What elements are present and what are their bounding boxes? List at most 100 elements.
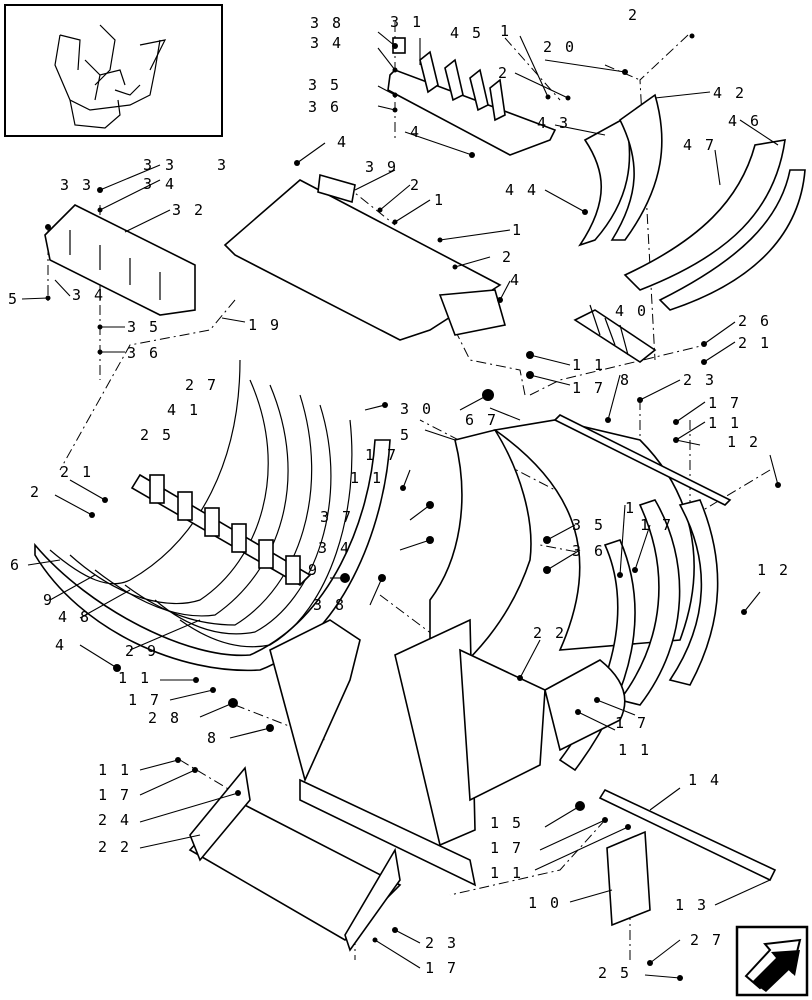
main-frame — [269, 618, 626, 887]
lower-tray-24 — [188, 766, 402, 952]
callout: 3 4 — [310, 34, 343, 52]
callout: 2 2 — [533, 624, 566, 642]
leader-lines — [21, 31, 779, 979]
callout: 2 7 — [690, 931, 723, 949]
callout: 3 4 — [318, 539, 351, 557]
callout: 9 — [308, 561, 319, 579]
callout: 6 — [10, 556, 21, 574]
callout: 2 3 — [683, 371, 716, 389]
callout: 1 7 — [490, 839, 523, 857]
callout: 4 4 — [505, 181, 538, 199]
callout: 4 1 — [167, 401, 200, 419]
callout: 4 — [55, 636, 66, 654]
callout: 1 7 — [572, 379, 605, 397]
callout: 3 8 — [313, 596, 346, 614]
pivot-plate-10 — [606, 830, 651, 927]
callout: 2 9 — [125, 642, 158, 660]
callout: 1 5 — [490, 814, 523, 832]
callout: 4 2 — [713, 84, 746, 102]
callout: 2 5 — [140, 426, 173, 444]
callout: 4 0 — [615, 302, 648, 320]
curved-strips-42-43 — [578, 93, 663, 247]
callout: 1 — [625, 499, 636, 517]
callout: 1 1 — [350, 469, 383, 487]
callout: 2 8 — [148, 709, 181, 727]
callout: 3 — [217, 156, 228, 174]
callout: 1 7 — [425, 959, 458, 977]
callout: 4 — [410, 123, 421, 141]
callout: 4 5 — [450, 24, 483, 42]
callout: 1 1 — [708, 414, 741, 432]
callout: 1 7 — [365, 446, 398, 464]
callout: 3 6 — [308, 98, 341, 116]
callout: 1 — [434, 191, 445, 209]
callout: 3 7 — [320, 508, 353, 526]
callout: 2 7 — [185, 376, 218, 394]
callout: 5 — [8, 290, 19, 308]
next-page-arrow-icon[interactable] — [735, 925, 809, 997]
callout: 6 7 — [465, 411, 498, 429]
callout: 3 3 — [60, 176, 93, 194]
callout: 1 1 — [98, 761, 131, 779]
callout: 2 — [502, 248, 513, 266]
callout: 1 2 — [727, 433, 760, 451]
callout: 1 2 — [757, 561, 790, 579]
callout: 2 2 — [98, 838, 131, 856]
callout: 4 3 — [537, 114, 570, 132]
callout: 3 5 — [572, 516, 605, 534]
callout: 3 1 — [390, 13, 423, 31]
callout-labels: 2 3 8 3 1 4 5 1 2 0 3 4 2 4 2 3 5 3 6 4 … — [8, 6, 790, 982]
callout: 2 0 — [543, 38, 576, 56]
callout: 2 6 — [738, 312, 771, 330]
side-panels-5-67 — [429, 414, 732, 692]
callout: 2 — [410, 176, 421, 194]
callout: 3 8 — [310, 14, 343, 32]
callout: 3 9 — [365, 158, 398, 176]
callout: 1 0 — [528, 894, 561, 912]
callout: 3 0 — [400, 400, 433, 418]
callout: 1 1 — [618, 741, 651, 759]
callout: 4 — [510, 271, 521, 289]
callout: 4 6 — [728, 112, 761, 130]
callout: 4 — [337, 133, 348, 151]
callout: 1 1 — [118, 669, 151, 687]
callout: 1 7 — [128, 691, 161, 709]
callout: 2 4 — [98, 811, 131, 829]
callout: 4 7 — [683, 136, 716, 154]
callout: 2 1 — [60, 463, 93, 481]
callout: 3 6 — [572, 542, 605, 560]
callout: 1 1 — [572, 356, 605, 374]
callout: 1 7 — [615, 714, 648, 732]
thumbnail-inset — [4, 4, 223, 137]
callout: 8 — [207, 729, 218, 747]
callout: 2 1 — [738, 334, 771, 352]
callout: 3 5 — [127, 318, 160, 336]
callout: 2 5 — [598, 964, 631, 982]
cradle-shell-6 — [34, 359, 391, 672]
callout: 1 — [512, 221, 523, 239]
callout: 3 5 — [308, 76, 341, 94]
cover-plate-3 — [223, 173, 507, 341]
curved-plates-46-47 — [623, 139, 806, 311]
callout: 3 2 — [172, 201, 205, 219]
callout: 1 4 — [688, 771, 721, 789]
callout: 3 3 — [143, 156, 176, 174]
callout: 2 — [30, 483, 41, 501]
callout: 1 9 — [248, 316, 281, 334]
callout: 5 — [400, 426, 411, 444]
callout: 2 — [498, 64, 509, 82]
callout: 4 8 — [58, 608, 91, 626]
callout: 9 — [43, 591, 54, 609]
bracket-32 — [44, 204, 196, 316]
callout: 2 3 — [425, 934, 458, 952]
auger-40 — [573, 304, 657, 363]
callout: 1 7 — [708, 394, 741, 412]
callout: 1 3 — [675, 896, 708, 914]
callout: 3 6 — [127, 344, 160, 362]
callout: 3 4 — [143, 175, 176, 193]
callout: 1 7 — [640, 516, 673, 534]
cam-shaft-9 — [130, 473, 312, 586]
callout: 1 — [500, 22, 511, 40]
callout: 1 7 — [98, 786, 131, 804]
